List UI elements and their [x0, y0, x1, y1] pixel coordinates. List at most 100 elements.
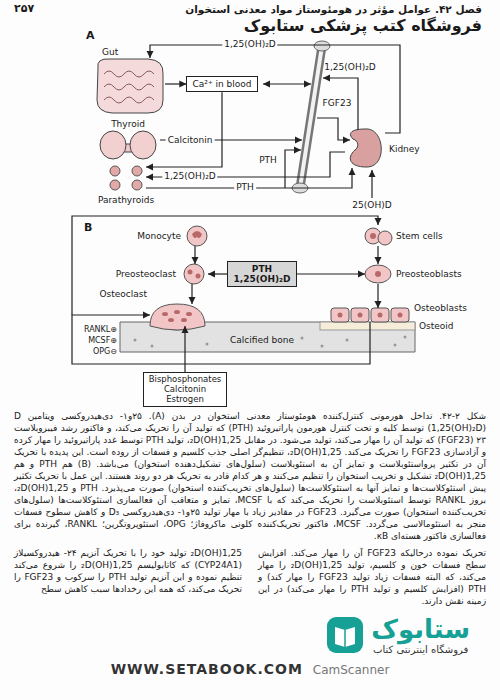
factor-label: MCSF⊕	[88, 336, 117, 345]
panel-letter: B	[84, 222, 92, 235]
bone-dot	[321, 345, 324, 348]
logo-wordmark: ستابوک	[371, 615, 470, 644]
node-label: Kidney	[389, 144, 420, 154]
logo: ستابوکفروشگاه اینترنتی کتاب	[325, 615, 470, 655]
box-text: Ca²⁺ in blood	[192, 79, 251, 89]
gut-drawing	[97, 59, 163, 113]
thyroid-drawing	[100, 131, 156, 159]
panel-letter: A	[86, 30, 95, 43]
page-number: ۲۵۷	[14, 3, 34, 16]
cell-nucleus	[168, 318, 174, 322]
cell-nucleus	[378, 313, 383, 318]
bone-dot	[206, 343, 209, 346]
osteoclast-body	[150, 304, 205, 330]
bone-dot	[134, 339, 137, 342]
connector	[297, 273, 365, 274]
box-text: PTH	[233, 264, 290, 274]
bone-dot	[151, 345, 154, 348]
connector	[377, 284, 378, 308]
thyroid-gland: Thyroid	[96, 130, 160, 160]
parathyroid-gland	[132, 180, 142, 190]
connector	[208, 273, 227, 274]
logo-text: ستابوکفروشگاه اینترنتی کتاب	[371, 615, 470, 655]
gut-organ: Gut	[92, 58, 165, 114]
preosteoblast-cell: Preosteoblasts	[365, 264, 392, 284]
logo-tagline: فروشگاه اینترنتی کتاب	[371, 644, 470, 656]
thyroid-lobe	[100, 131, 126, 159]
inhibitor-box: Bisphosphonates Calcitonin Estrogen	[143, 372, 228, 407]
cell-nucleus	[186, 312, 192, 316]
url-row: WWW.SETABOOK.COM CamScanner	[0, 659, 500, 678]
scanner-mark: CamScanner	[313, 663, 390, 677]
hormone-label: 1,25(OH)₂D	[324, 62, 375, 72]
preosteoclast-cell: Preosteoclast	[180, 264, 208, 284]
parathyroid-gland	[110, 180, 120, 190]
text-flow: شکل ۲-۴۲. تداخل هورمونی کنترل‌کننده هومئ…	[14, 410, 486, 607]
gut-loop	[104, 97, 154, 103]
gut-loop	[104, 84, 154, 90]
logo-icon	[325, 615, 365, 655]
parathyroid-gland	[132, 166, 142, 176]
node-label: Thyroid	[111, 119, 145, 129]
preosteoclast-body	[184, 264, 204, 284]
node-label: Osteoclast	[99, 289, 147, 299]
osteoid-layer	[320, 322, 415, 330]
osteoblast-body	[391, 308, 409, 322]
body-text: 1,25(OH)₂D تولید خود را با تحریک آنزیم ۲…	[14, 547, 242, 595]
cell-nucleus	[188, 270, 193, 275]
connector	[165, 83, 186, 84]
monocyte-body	[187, 226, 207, 246]
hormone-arrow	[317, 118, 350, 140]
caption-area: شکل ۲-۴۲. تداخل هورمونی کنترل‌کننده هومئ…	[14, 410, 486, 542]
gut-loop	[104, 71, 154, 77]
node-label: Preosteoblasts	[396, 269, 462, 279]
bone-dot	[404, 336, 407, 339]
node-label: Stem cells	[396, 231, 443, 241]
osteoblast-body	[331, 308, 349, 322]
connector-label: 1,25(OH)₂D	[222, 40, 277, 50]
exchange-arrow	[263, 83, 311, 84]
logo-tile	[327, 617, 363, 653]
osteoblast-body	[351, 308, 369, 322]
watermark: فروشگاه کتب پزشکی ستابوک	[244, 17, 482, 35]
site-url: WWW.SETABOOK.COM	[111, 661, 303, 677]
calcium-pool-box: Ca²⁺ in blood	[186, 76, 257, 92]
connector	[72, 315, 370, 364]
body-column: 1,25(OH)₂D تولید خود را با تحریک آنزیم ۲…	[14, 547, 242, 607]
tissue-label: Calcified bone	[230, 335, 294, 345]
osteoblast-layer: Osteoblasts	[330, 308, 410, 322]
hormone-arrow	[323, 78, 358, 130]
bone-end	[314, 41, 330, 51]
figure-caption: شکل ۲-۴۲. تداخل هورمونی کنترل‌کننده هومئ…	[14, 410, 486, 542]
monocyte-cell: Monocyte	[185, 226, 210, 246]
hormone-label: Calcitonin	[166, 135, 215, 145]
precursor-arrow	[371, 170, 372, 198]
preosteoblast-body	[365, 265, 391, 283]
connector-group	[72, 45, 400, 372]
osteoblast-body	[371, 308, 389, 322]
body-column: تحریک نموده درحالیکه FGF23 آن را مهار می…	[258, 547, 486, 607]
parathyroid-drawing	[110, 166, 142, 190]
parathyroid-gland	[110, 166, 120, 176]
bone-dot	[301, 337, 304, 340]
logo-book	[335, 627, 355, 647]
box-text: Bisphosphonates Calcitonin Estrogen	[149, 375, 222, 404]
bone-dot	[346, 339, 349, 342]
thyroid-lobe	[130, 131, 156, 159]
cell-drawings	[184, 226, 392, 284]
hormone-box: PTH1,25(OH)₂D	[227, 261, 296, 288]
cell-nucleus	[181, 318, 187, 322]
hormone-label: FGF23	[323, 98, 352, 108]
cell-nucleus	[192, 231, 202, 238]
chapter-heading: فصل ۴۲. عوامل مؤثر در هومئوستاز مواد معد…	[185, 3, 482, 15]
gut-outline	[97, 59, 163, 113]
bone-shaft	[300, 46, 322, 188]
bone-dot	[394, 344, 397, 347]
node-label: Preosteoclast	[116, 269, 176, 279]
cell-nucleus	[375, 271, 381, 277]
factor-label: OPG⊖	[93, 347, 117, 356]
hormone-label: PTH	[259, 155, 277, 165]
stem-cells: Stem cells	[365, 226, 392, 246]
